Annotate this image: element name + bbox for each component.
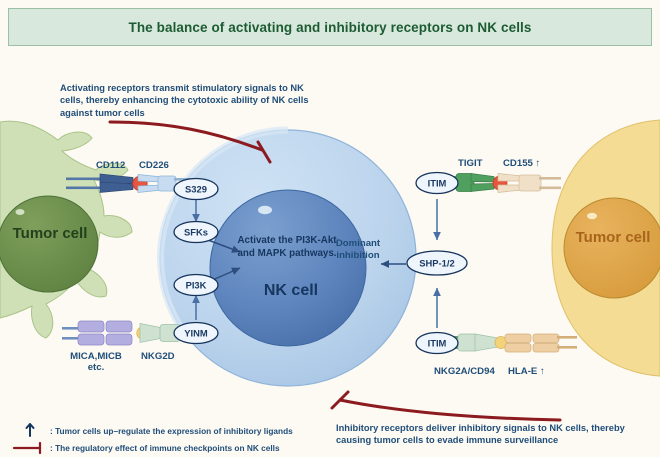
receptor-complex-nkg2a-hlae [440, 333, 577, 353]
node-pi3k: PI3K [174, 274, 218, 296]
tumor-cell-left-shape [0, 120, 133, 339]
signal-node-shapes [173, 171, 468, 355]
label-mica-micb: MICA,MICB [70, 351, 122, 362]
label-hlae: HLA-E ↑ [508, 366, 545, 377]
node-shp: SHP-1/2 [407, 251, 467, 275]
node-sfks: SFKs [174, 221, 218, 243]
page-title: The balance of activating and inhibitory… [128, 19, 532, 35]
node-yinm-label: YINM [184, 327, 208, 339]
legend-item-1-text: : The regulatory effect of immune checkp… [50, 443, 280, 453]
label-mica-micb-etc: etc. [87, 362, 105, 373]
node-shp-label: SHP-1/2 [419, 257, 455, 269]
node-yinm: YINM [174, 322, 218, 344]
tumor-cell-right-shape [551, 119, 660, 377]
label-nkg2d: NKG2D [141, 351, 175, 362]
label-cd112: CD112 [96, 160, 126, 171]
annotation-connectors [108, 120, 562, 422]
node-itim-bottom: ITIM [416, 332, 458, 354]
nk-cell-shape [157, 126, 417, 387]
label-tigit: TIGIT [458, 158, 483, 169]
node-s329-label: S329 [185, 183, 207, 195]
node-sfks-label: SFKs [184, 226, 208, 238]
receptor-complex-tigit-cd155 [438, 173, 561, 193]
inhibitory-receptors-note: Inhibitory receptors deliver inhibitory … [336, 423, 625, 446]
tumor-cell-right-label: Tumor cell [575, 229, 651, 246]
dominant-inhibition-label: Dominant inhibition [335, 238, 381, 262]
node-itim-top: ITIM [416, 172, 458, 194]
node-itim-top-label: ITIM [427, 177, 447, 189]
label-cd155: CD155 ↑ [503, 158, 541, 169]
node-itim-bottom-label: ITIM [427, 337, 447, 349]
tumor-cell-left-label: Tumor cell [12, 225, 88, 242]
receptor-complex-cd112-cd226 [66, 173, 196, 193]
label-nkg2a-cd94: NKG2A/CD94 [434, 366, 495, 377]
activating-receptors-note: Activating receptors transmit stimulator… [60, 83, 309, 118]
node-pi3k-label: PI3K [185, 279, 207, 291]
nucleus-pathway-text: Activate the PI3K-Akt and MAPK pathways. [237, 235, 337, 259]
label-cd226: CD226 [139, 160, 169, 171]
page-title-bar: The balance of activating and inhibitory… [8, 8, 652, 46]
legend-symbols [12, 423, 42, 455]
legend-item-0-text: : Tumor cells up–regulate the expression… [50, 426, 293, 436]
nk-cell-label: NK cell [263, 282, 319, 299]
node-s329: S329 [174, 178, 218, 200]
